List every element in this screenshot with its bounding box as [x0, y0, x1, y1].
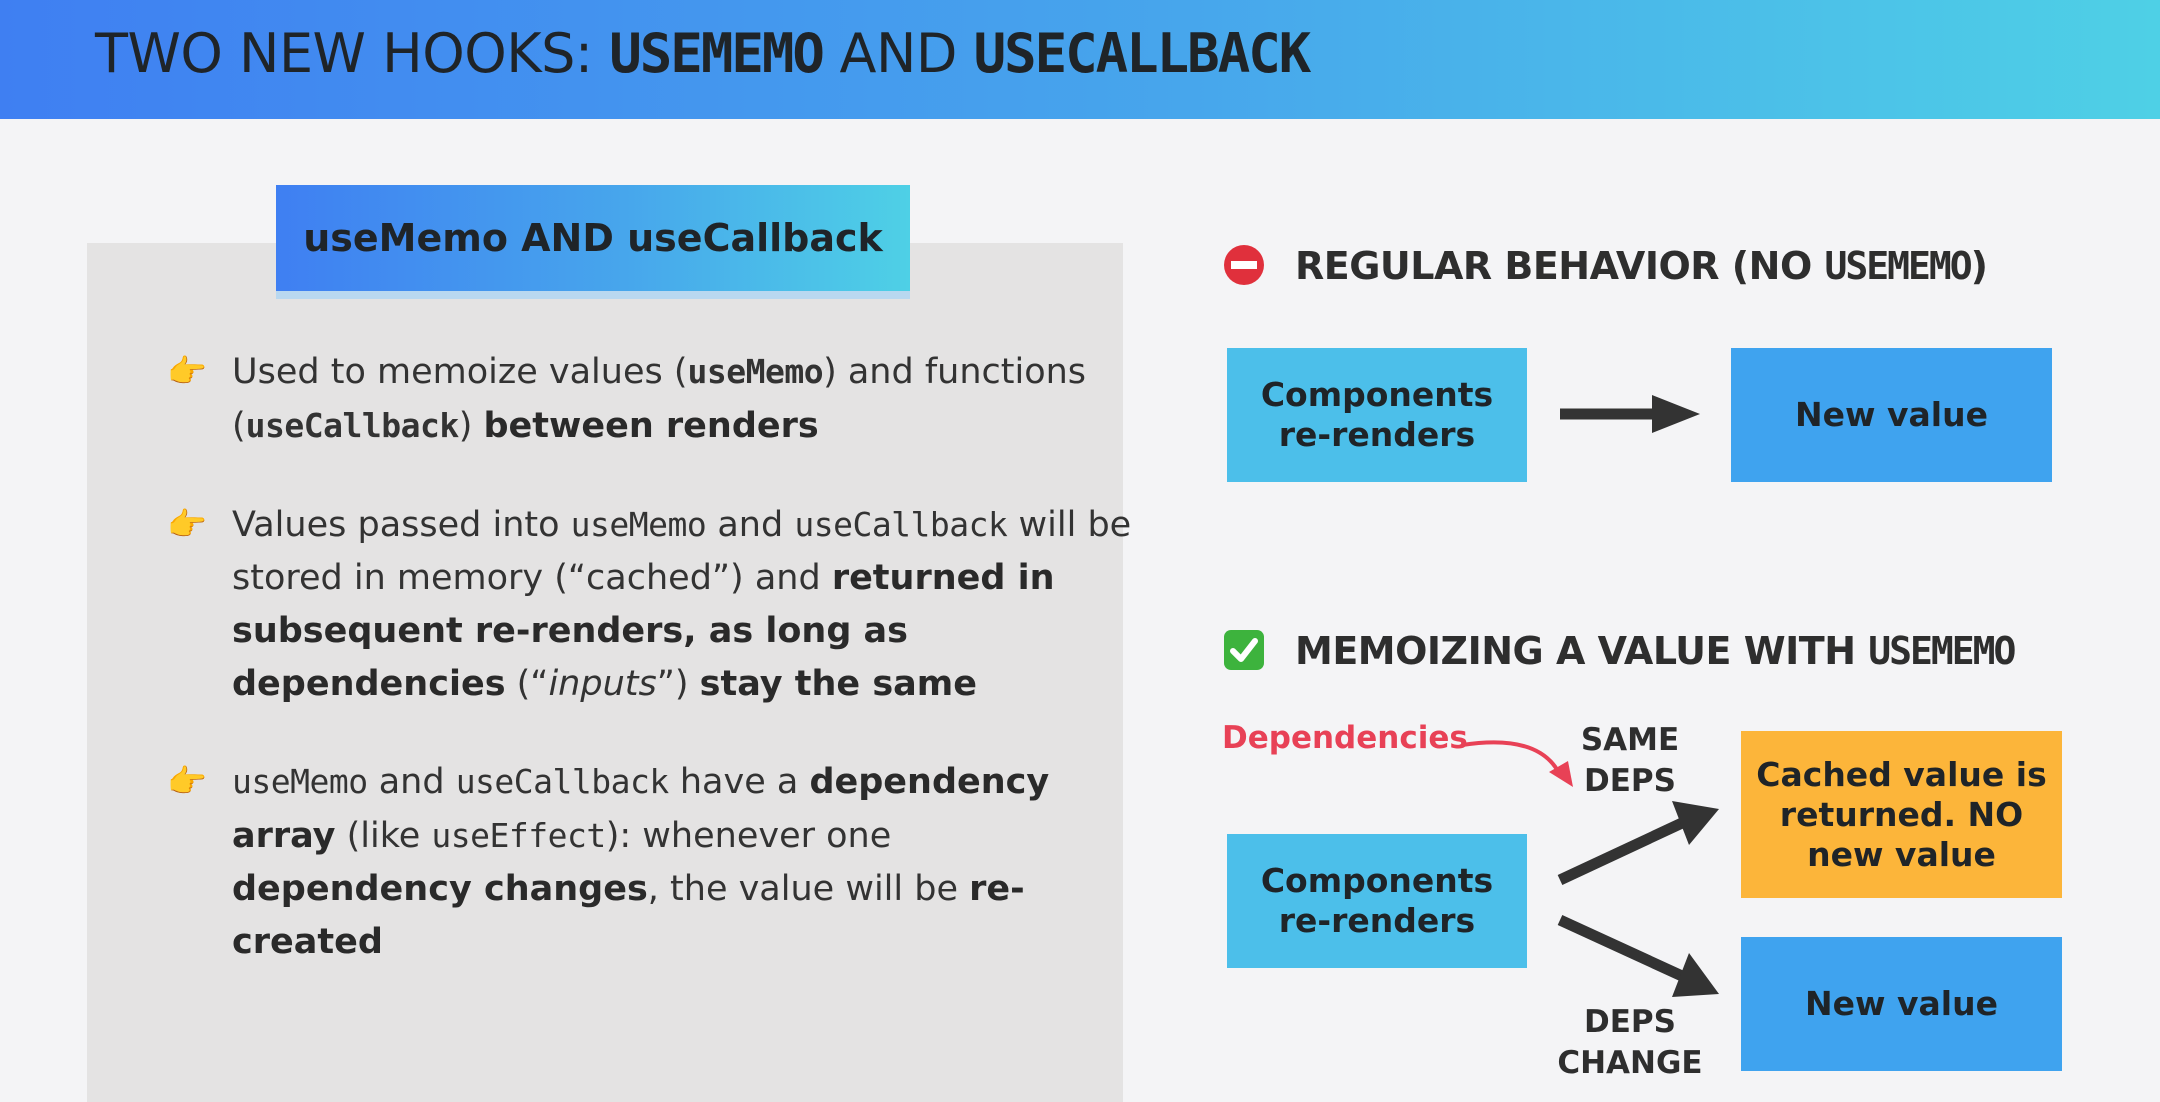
text: (“	[505, 664, 549, 704]
text: Values passed into	[232, 505, 571, 545]
text: have a	[668, 762, 810, 802]
page-title: TWO NEW HOOKS: USEMEMO AND USECALLBACK	[95, 20, 1312, 88]
title-text: TWO NEW HOOKS:	[95, 22, 610, 85]
bold-text: dependency changes	[232, 869, 648, 909]
bold-text: re-created	[232, 869, 1025, 962]
deps-change-label: DEPS CHANGE	[1557, 1004, 1703, 1081]
code-usememo: useMemo	[687, 352, 824, 391]
text: ) and functions (	[232, 352, 1087, 446]
title-code: USEMEMO	[1824, 244, 1972, 288]
bold-text: stay the same	[699, 664, 977, 704]
info-panel	[87, 243, 1123, 1102]
pointing-hand-icon: 👉	[167, 352, 207, 390]
text: ”)	[656, 664, 700, 704]
bold-text: dependency array	[232, 762, 1050, 856]
code-usecallback: useCallback	[794, 505, 1008, 544]
arrow-right	[1560, 395, 1700, 433]
dependencies-label: Dependencies	[1222, 720, 1468, 756]
text: ): whenever one	[605, 816, 892, 856]
title-text: REGULAR BEHAVIOR (NO	[1295, 244, 1825, 288]
text: , the value will be	[647, 869, 970, 909]
bullet-text: Values passed into useMemo and useCallba…	[232, 498, 1132, 711]
components-rerender-box: Components re-renders	[1227, 834, 1527, 968]
bold-text: returned in subsequent re-renders, as lo…	[232, 558, 1055, 704]
code-usecallback: useCallback	[245, 406, 460, 445]
text: (like	[335, 816, 432, 856]
text: )	[458, 406, 484, 446]
bold-text: between renders	[483, 406, 819, 446]
pointing-hand-icon: 👉	[167, 762, 207, 800]
text: and	[706, 505, 795, 545]
text: will be stored in memory (“cached”) and	[232, 505, 1132, 598]
panel-tab-label: useMemo AND useCallback	[303, 216, 883, 260]
cached-value-box: Cached value is returned. NO new value	[1741, 731, 2062, 898]
memoizing-title: MEMOIZING A VALUE WITH USEMEMO	[1223, 629, 2016, 673]
same-deps-label: SAME DEPS	[1580, 722, 1680, 799]
new-value-box: New value	[1731, 348, 2052, 482]
code-usememo: useMemo	[232, 762, 368, 801]
bullet-text: useMemo and useCallback have a dependenc…	[232, 755, 1132, 969]
check-mark-icon	[1224, 629, 1264, 670]
title-text-and: AND	[822, 22, 974, 85]
bullet-text: Used to memoize values (useMemo) and fun…	[232, 345, 1132, 453]
title-text: )	[1970, 244, 1988, 288]
code-usecallback: useCallback	[455, 762, 670, 801]
title-code-usecallback: USECALLBACK	[973, 22, 1312, 85]
title-text: MEMOIZING A VALUE WITH	[1295, 629, 1869, 673]
components-rerender-box: Components re-renders	[1227, 348, 1527, 482]
regular-behavior-title: REGULAR BEHAVIOR (NO USEMEMO)	[1223, 244, 1988, 288]
title-code-usememo: USEMEMO	[609, 22, 825, 85]
text: and	[367, 762, 456, 802]
arrow-down-right	[1557, 915, 1719, 997]
panel-tab: useMemo AND useCallback	[276, 185, 910, 291]
code-useeffect: useEffect	[431, 816, 606, 855]
pointing-hand-icon: 👉	[167, 505, 207, 543]
no-entry-icon	[1224, 244, 1264, 285]
title-code: USEMEMO	[1868, 629, 2016, 673]
code-usememo: useMemo	[570, 505, 707, 544]
arrow-up-right	[1557, 801, 1719, 885]
new-value-box: New value	[1741, 937, 2062, 1071]
italic-text: inputs	[548, 664, 657, 704]
header-bar: TWO NEW HOOKS: USEMEMO AND USECALLBACK	[0, 0, 2160, 119]
text: Used to memoize values (	[232, 352, 688, 392]
